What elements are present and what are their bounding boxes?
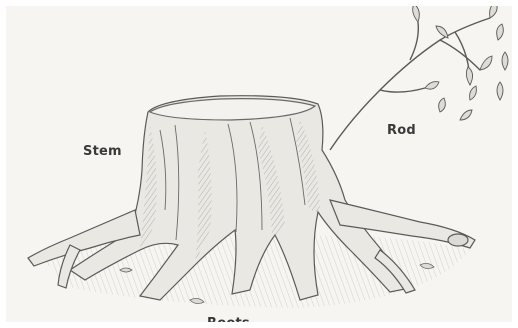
roots-label: Roots xyxy=(207,316,250,328)
rod-label: Rod xyxy=(387,123,416,138)
leaves xyxy=(413,2,508,120)
stem-label: Stem xyxy=(83,144,122,159)
